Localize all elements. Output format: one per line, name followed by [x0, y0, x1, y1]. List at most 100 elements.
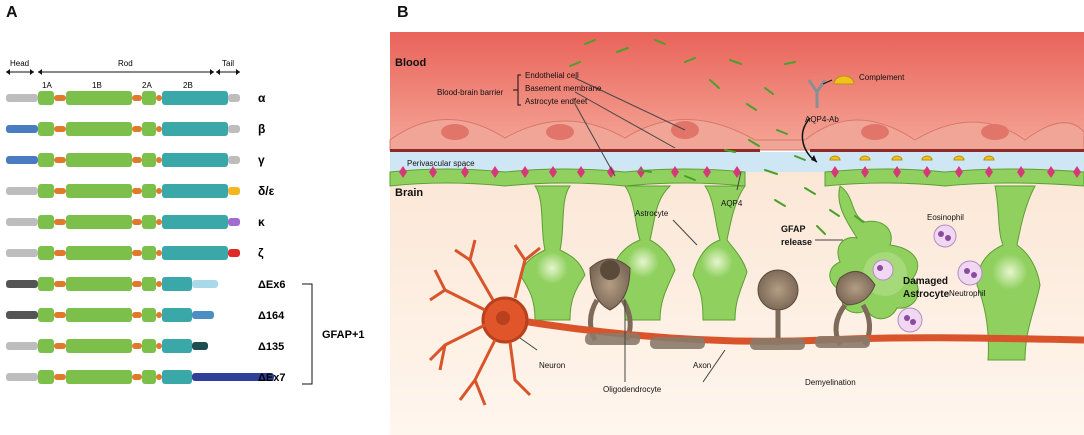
isoform-label: γ — [258, 153, 265, 167]
segment-2a — [142, 339, 156, 353]
linker-l1 — [54, 95, 66, 101]
linker-l1 — [54, 250, 66, 256]
segment-2b — [162, 370, 192, 384]
segment-1b — [66, 308, 132, 322]
aqp4-channel — [1017, 166, 1025, 178]
gfap-plus1-label: GFAP+1 — [322, 329, 365, 341]
aqp4-channel — [1073, 166, 1081, 178]
rod-label: Rod — [118, 59, 133, 68]
linker-l12 — [132, 95, 142, 101]
gfap-fragment — [774, 199, 786, 207]
immune-cells — [872, 224, 983, 333]
gfap-fragment — [804, 187, 816, 195]
aqp4-channel — [923, 166, 931, 178]
segment-2b — [162, 308, 192, 322]
linker-l12 — [132, 312, 142, 318]
segment-2a-label: 2A — [142, 81, 152, 90]
gfap-fragment — [764, 169, 778, 175]
linker-l12 — [132, 374, 142, 380]
segment-1b-label: 1B — [92, 81, 102, 90]
eosinophil-label: Eosinophil — [927, 213, 964, 222]
isoform-label: β — [258, 122, 265, 136]
damaged-label-1: Damaged — [903, 276, 948, 287]
linker-l1 — [54, 374, 66, 380]
isoform-row: κ — [6, 215, 265, 229]
isoform-row: ΔEx7 — [6, 370, 285, 384]
oligodendrocyte-label: Oligodendrocyte — [603, 385, 662, 394]
segment-2a — [142, 246, 156, 260]
complement-deposit — [921, 155, 933, 161]
segment-1b — [66, 339, 132, 353]
basement-membrane — [390, 149, 760, 152]
linker-l2 — [156, 374, 162, 380]
tail-domain — [228, 94, 240, 102]
aqp4-channel — [399, 166, 407, 178]
head-domain — [6, 187, 38, 195]
gfap-fragment — [784, 61, 796, 65]
neuron — [428, 239, 541, 406]
linker-l12 — [132, 188, 142, 194]
gfap-fragment — [709, 79, 720, 89]
isoform-label: ΔEx6 — [258, 279, 285, 291]
endothelial-layer — [389, 119, 1084, 151]
head-domain — [6, 125, 38, 133]
gfap-fragment — [639, 169, 652, 173]
aqp4-markers — [399, 166, 1081, 178]
tail-domain — [228, 156, 240, 164]
head-domain — [6, 218, 38, 226]
aqp4-channel — [733, 166, 741, 178]
isoform-row: Δ164 — [6, 308, 285, 322]
complement-deposit — [891, 155, 903, 161]
linker-l12 — [132, 157, 142, 163]
segment-1a — [38, 277, 54, 291]
linker-l1 — [54, 188, 66, 194]
domain-header: Head Rod Tail 1A 1B 2A 2B — [6, 59, 240, 90]
segment-2a — [142, 308, 156, 322]
neutrophil-label: Neutrophil — [949, 289, 986, 298]
gfap-fragment — [854, 215, 864, 223]
segment-2b — [162, 184, 228, 198]
aqp4-ab-label: AQP4-Ab — [805, 115, 839, 124]
segment-1a — [38, 91, 54, 105]
gfap-fragment — [829, 209, 840, 217]
segment-1a — [38, 339, 54, 353]
isoform-label: ζ — [258, 246, 264, 260]
segment-2b — [162, 246, 228, 260]
tail-domain — [192, 311, 214, 319]
tail-label: Tail — [222, 59, 234, 68]
isoform-label: κ — [258, 215, 265, 229]
linker-l2 — [156, 250, 162, 256]
linker-l2 — [156, 281, 162, 287]
head-domain — [6, 311, 38, 319]
gfap-release-label-2: release — [781, 237, 812, 247]
segment-2a — [142, 91, 156, 105]
linker-l2 — [156, 188, 162, 194]
aqp4-channel — [607, 166, 615, 178]
aqp4-channel — [1047, 166, 1055, 178]
isoform-label: α — [258, 91, 266, 105]
panel-b-letter: B — [397, 4, 409, 21]
linker-l2 — [156, 157, 162, 163]
isoform-label: Δ135 — [258, 341, 284, 353]
segment-1b — [66, 91, 132, 105]
gfap-fragment — [816, 225, 826, 235]
segment-1b — [66, 184, 132, 198]
head-domain — [6, 249, 38, 257]
segment-2a — [142, 215, 156, 229]
brain-label: Brain — [395, 187, 423, 199]
aqp4-antibody — [807, 79, 827, 108]
gfap-fragment — [684, 57, 696, 63]
isoform-label: Δ164 — [258, 310, 285, 322]
basement-label: Basement membrane — [525, 84, 602, 93]
aqp4-channel — [831, 166, 839, 178]
aqp4-channel — [637, 166, 645, 178]
complement-deposit — [859, 155, 871, 161]
tail-domain — [228, 187, 240, 195]
head-domain — [6, 373, 38, 381]
isoform-label: ΔEx7 — [258, 372, 285, 384]
aqp4-channel — [577, 166, 585, 178]
linker-l12 — [132, 281, 142, 287]
linker-l12 — [132, 219, 142, 225]
axon-label: Axon — [693, 361, 711, 370]
segment-1b — [66, 370, 132, 384]
